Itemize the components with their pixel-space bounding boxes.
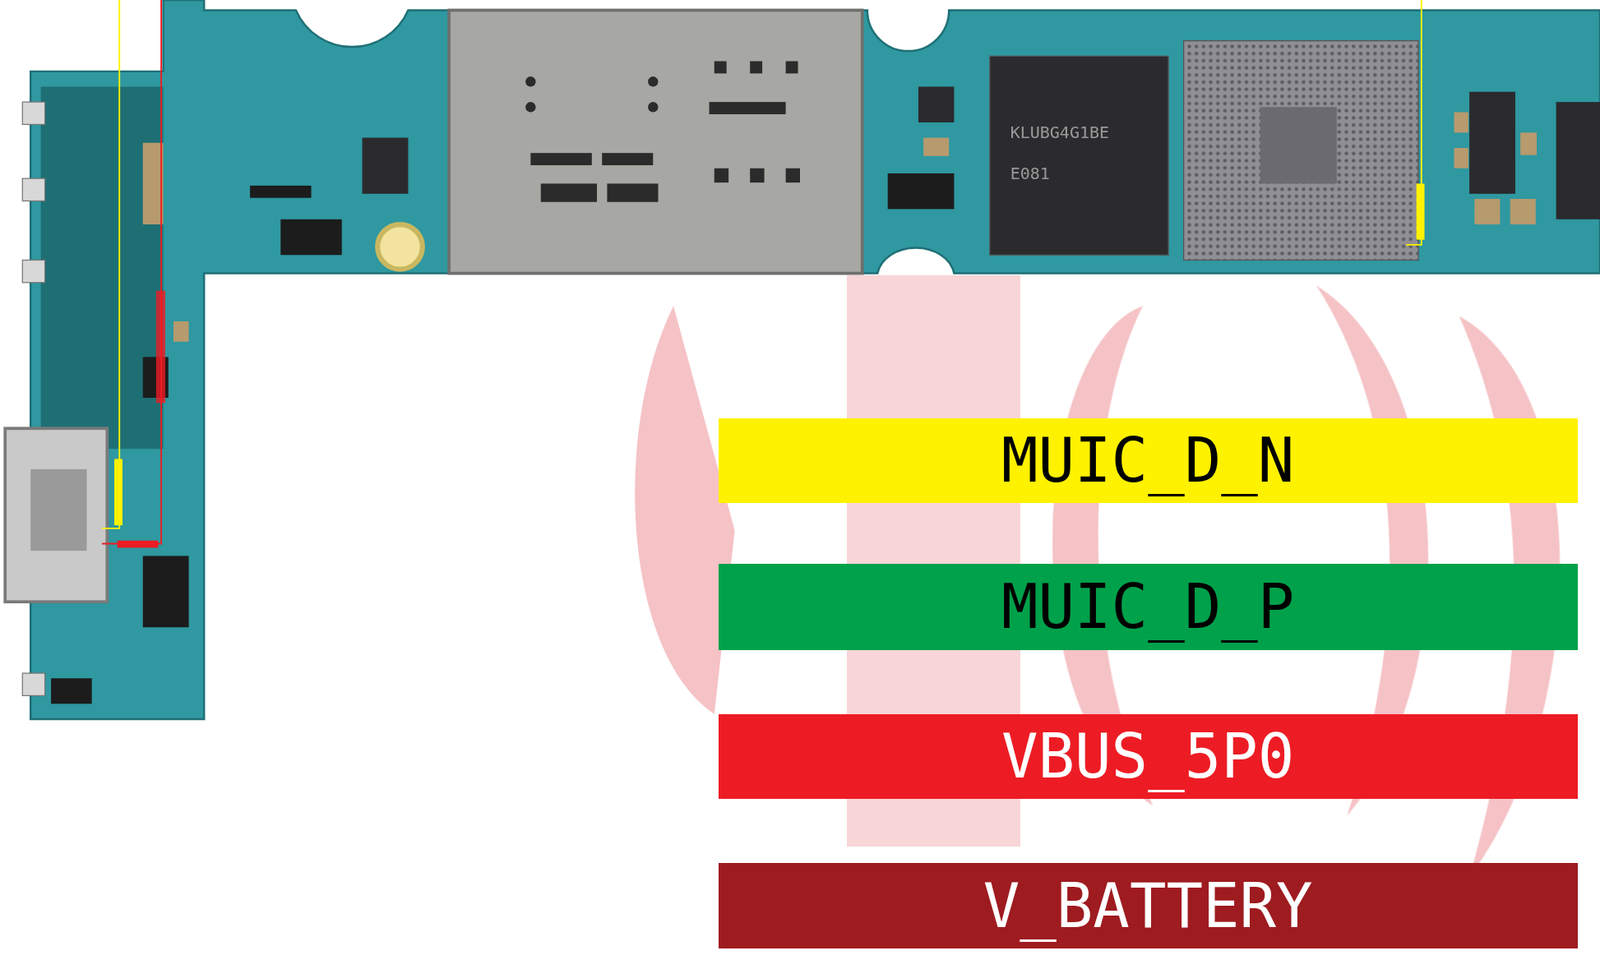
legend-swatch: VBUS_5P0 <box>718 714 1578 800</box>
legend-swatch: V_BATTERY <box>718 863 1578 949</box>
chip-marking: E081 <box>1010 163 1050 184</box>
legend-text: V_BATTERY <box>983 875 1314 937</box>
legend-swatch: MUIC_D_P <box>718 564 1578 650</box>
legend-text: MUIC_D_N <box>1001 430 1295 491</box>
legend-text: VBUS_5P0 <box>1001 726 1295 787</box>
chip-marking: KLUBG4G1BE <box>1010 122 1110 143</box>
legend-swatch: MUIC_D_N <box>718 418 1578 504</box>
legend-text: MUIC_D_P <box>1001 576 1295 638</box>
